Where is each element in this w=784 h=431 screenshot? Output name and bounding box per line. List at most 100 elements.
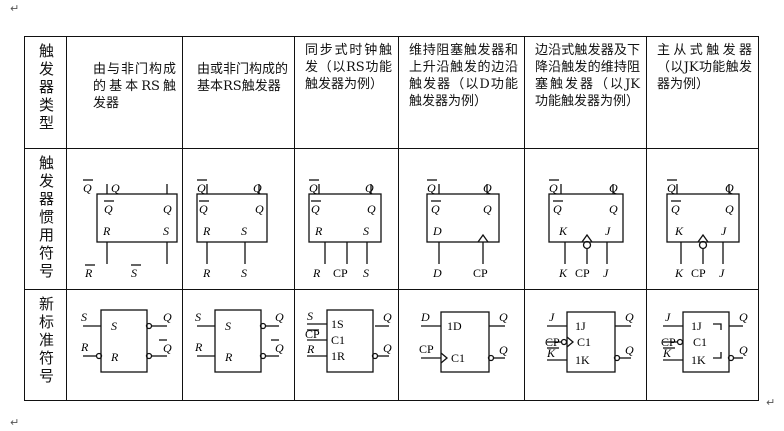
- table-row-type: 触发器类型 由与非门构成的基本RS触发器 由或非门构成的基本RS触发器 同步式时…: [24, 36, 759, 149]
- svg-text:Q: Q: [667, 181, 676, 195]
- svg-text:CP: CP: [333, 266, 348, 280]
- svg-text:S: S: [363, 266, 369, 280]
- symbol-cell: Q Q Q Q K J K CP J: [646, 148, 759, 290]
- svg-text:C1: C1: [451, 351, 465, 365]
- svg-text:J: J: [665, 310, 671, 324]
- svg-text:Q: Q: [431, 202, 440, 216]
- svg-text:1R: 1R: [331, 349, 345, 363]
- svg-text:S: S: [307, 309, 313, 323]
- svg-text:R: R: [84, 266, 93, 280]
- symbol-cell: Q Q Q Q R S R CP S: [294, 148, 399, 290]
- svg-text:R: R: [202, 266, 211, 280]
- symbol-cell: S S Q R R Q: [182, 289, 295, 401]
- rs-nand-conventional-symbol: Q Q Q Q R S R S: [83, 179, 178, 280]
- svg-text:1J: 1J: [691, 319, 702, 333]
- svg-text:Q: Q: [367, 202, 376, 216]
- paragraph-mark-top: ↵: [10, 2, 20, 15]
- svg-text:CP: CP: [661, 335, 676, 349]
- svg-text:CP: CP: [305, 327, 320, 341]
- svg-text:CP: CP: [575, 266, 590, 280]
- rs-nor-conventional-symbol: Q Q Q Q R S R S: [196, 179, 268, 280]
- svg-text:1K: 1K: [691, 353, 706, 367]
- svg-text:R: R: [224, 350, 233, 364]
- svg-text:Q: Q: [275, 341, 284, 355]
- rs-nor-standard-symbol: S S Q R R Q: [194, 309, 284, 373]
- svg-text:S: S: [195, 310, 201, 324]
- svg-text:Q: Q: [383, 310, 392, 324]
- svg-text:J: J: [605, 224, 611, 238]
- svg-text:J: J: [549, 310, 555, 324]
- svg-text:CP: CP: [691, 266, 706, 280]
- svg-text:Q: Q: [309, 181, 318, 195]
- table-row-new-standard: 新标准符号 S S Q R R Q: [24, 289, 759, 401]
- symbol-cell: J 1J Q CP C1 K 1K Q: [524, 289, 647, 401]
- svg-text:K: K: [674, 266, 684, 280]
- symbol-cell: S S Q R R Q: [66, 289, 183, 401]
- svg-text:K: K: [558, 224, 568, 238]
- rs-nand-standard-symbol: S S Q R R Q: [80, 309, 172, 373]
- svg-text:Q: Q: [483, 202, 492, 216]
- svg-text:Q: Q: [427, 181, 436, 195]
- svg-text:R: R: [110, 350, 119, 364]
- svg-text:Q: Q: [483, 181, 492, 195]
- svg-text:R: R: [102, 224, 111, 238]
- svg-text:1K: 1K: [575, 353, 590, 367]
- svg-text:Q: Q: [311, 202, 320, 216]
- svg-text:R: R: [306, 342, 315, 356]
- svg-text:K: K: [662, 346, 672, 360]
- symbol-cell: S 1S Q CP C1 R 1R Q: [294, 289, 399, 401]
- clocked-rs-conventional-symbol: Q Q Q Q R S R CP S: [308, 179, 382, 280]
- svg-text:C1: C1: [331, 333, 345, 347]
- svg-text:Q: Q: [104, 202, 113, 216]
- svg-text:Q: Q: [549, 181, 558, 195]
- svg-text:Q: Q: [275, 310, 284, 324]
- symbol-cell: D 1D Q CP C1 Q: [398, 289, 525, 401]
- svg-text:D: D: [432, 224, 442, 238]
- svg-text:Q: Q: [383, 341, 392, 355]
- svg-text:Q: Q: [553, 202, 562, 216]
- svg-text:1S: 1S: [331, 317, 344, 331]
- edge-jk-conventional-symbol: Q Q Q Q K J K CP J: [548, 179, 624, 280]
- svg-text:Q: Q: [199, 202, 208, 216]
- paragraph-mark-bottom: ↵: [10, 416, 20, 429]
- svg-text:R: R: [194, 340, 203, 354]
- svg-text:S: S: [225, 319, 231, 333]
- d-flipflop-standard-symbol: D 1D Q CP C1 Q: [419, 310, 508, 373]
- svg-text:Q: Q: [163, 202, 172, 216]
- svg-text:K: K: [674, 224, 684, 238]
- svg-text:Q: Q: [625, 343, 634, 357]
- svg-text:Q: Q: [197, 181, 206, 195]
- svg-text:Q: Q: [499, 343, 508, 357]
- svg-text:R: R: [312, 266, 321, 280]
- type-cell: 同步式时钟触发（以RS功能触发器为例）: [294, 36, 399, 149]
- row-header-conventional: 触发器惯用符号: [24, 148, 67, 290]
- svg-text:Q: Q: [671, 202, 680, 216]
- type-cell: 边沿式触发器及下降沿触发的维持阻塞触发器（以JK功能触发器为例）: [524, 36, 647, 149]
- svg-text:Q: Q: [739, 343, 748, 357]
- svg-text:J: J: [721, 224, 727, 238]
- type-cell: 主从式触发器（以JK功能触发器为例）: [646, 36, 759, 149]
- svg-text:Q: Q: [739, 310, 748, 324]
- svg-text:K: K: [558, 266, 568, 280]
- symbol-cell: J 1J Q CP C1 K 1K Q: [646, 289, 759, 401]
- svg-text:S: S: [363, 224, 369, 238]
- svg-text:1D: 1D: [447, 319, 462, 333]
- symbol-cell: Q Q Q Q R S R S: [182, 148, 295, 290]
- paragraph-mark-right: ↵: [766, 396, 776, 409]
- svg-text:S: S: [81, 310, 87, 324]
- svg-text:Q: Q: [163, 341, 172, 355]
- svg-text:S: S: [111, 319, 117, 333]
- svg-text:R: R: [202, 224, 211, 238]
- table-row-conventional: 触发器惯用符号 Q Q Q Q R S R S: [24, 148, 759, 290]
- svg-text:S: S: [241, 266, 247, 280]
- svg-text:J: J: [719, 266, 725, 280]
- svg-text:Q: Q: [609, 181, 618, 195]
- svg-text:C1: C1: [577, 335, 591, 349]
- row-header-new-standard: 新标准符号: [24, 289, 67, 401]
- symbol-cell: Q Q Q Q R S R S: [66, 148, 183, 290]
- svg-text:D: D: [420, 310, 430, 324]
- svg-text:D: D: [432, 266, 442, 280]
- svg-text:J: J: [603, 266, 609, 280]
- svg-text:Q: Q: [111, 181, 120, 195]
- svg-text:Q: Q: [499, 310, 508, 324]
